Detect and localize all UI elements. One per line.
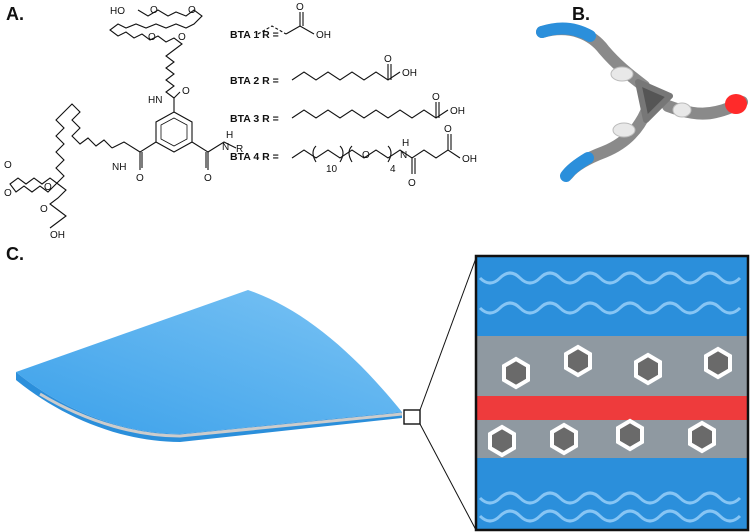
- acid-tip: [725, 94, 747, 114]
- bta1-oh: OH: [316, 30, 331, 41]
- bta2-label: BTA 2 R =: [230, 75, 279, 87]
- atom-hn: HN: [148, 95, 162, 106]
- bta4-oh: OH: [462, 154, 477, 165]
- atom-o: O: [182, 86, 190, 97]
- atom-o: O: [40, 204, 48, 215]
- atom-nh: NH: [112, 162, 126, 173]
- panel-label-a: A.: [6, 4, 24, 24]
- bta1-label: BTA 1 R =: [230, 29, 279, 41]
- film-illustration: [16, 254, 750, 532]
- panel-label-b: B.: [572, 4, 590, 24]
- atom-o: O: [4, 160, 12, 171]
- atom-o: O: [4, 188, 12, 199]
- atom-o: O: [150, 5, 158, 16]
- bta4-label: BTA 4 R =: [230, 151, 279, 163]
- bta3-label: BTA 3 R =: [230, 113, 279, 125]
- panel-label-c: C.: [6, 244, 24, 264]
- atom-n: N: [222, 142, 229, 153]
- film-sheet: [16, 290, 402, 434]
- atom-oh: OH: [50, 230, 65, 240]
- atom-o: O: [148, 32, 156, 43]
- bta1-o: O: [296, 2, 304, 13]
- zoom-inset: [474, 254, 750, 532]
- atom-ho: HO: [110, 6, 125, 17]
- molecule-render: [536, 22, 748, 182]
- bta4-amide-o: O: [408, 178, 416, 189]
- chemical-structure-panel: HO O O O O HN O O O H N R NH O O O O OH …: [4, 2, 477, 240]
- bta4-h: H: [402, 138, 409, 149]
- bta2-o: O: [384, 54, 392, 65]
- atom-h: H: [226, 130, 233, 141]
- atom-o: O: [204, 173, 212, 184]
- bta4-o: O: [444, 124, 452, 135]
- bta2-oh: OH: [402, 68, 417, 79]
- atom-o: O: [188, 5, 196, 16]
- bta4-n: N: [400, 150, 407, 161]
- bta4-ether-o: O: [362, 150, 370, 161]
- atom-r: R: [236, 144, 243, 155]
- zoom-box: [403, 409, 421, 425]
- atom-o: O: [136, 173, 144, 184]
- bta4-sub-4: 4: [390, 164, 396, 175]
- bta3-oh: OH: [450, 106, 465, 117]
- bta4-sub-10: 10: [326, 164, 338, 175]
- atom-o: O: [178, 32, 186, 43]
- bta3-o: O: [432, 92, 440, 103]
- atom-o: O: [44, 182, 52, 193]
- core-triangle: [635, 79, 673, 123]
